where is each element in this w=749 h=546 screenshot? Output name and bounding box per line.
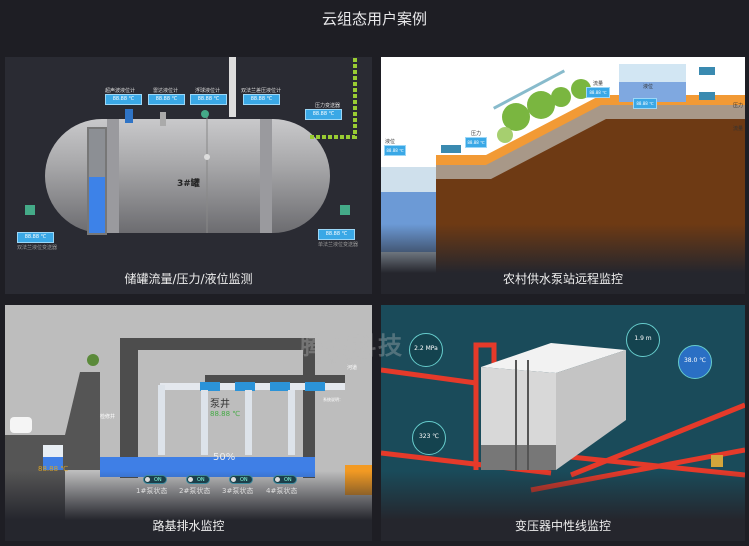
case-card-transformer[interactable]: 2.2 MPa 1.9 m 323 ℃ 38.0 ℃ 变压器中性线监控 [381,305,745,541]
instrument-value: 88.88 ℃ [148,94,185,105]
pump-4-toggle[interactable]: ON [273,475,297,484]
pressure-label: 压力 [471,131,482,137]
page-title: 云组态用户案例 [321,10,427,28]
card-caption: 储罐流量/压力/液位监测 [124,272,253,286]
watermark-sub: ENGT [315,357,377,366]
card-caption: 农村供水泵站远程监控 [502,272,623,286]
pressure-value: 88.88 ℃ [465,137,487,148]
instrument-label: 超声波液位计 [105,88,136,94]
instrument-value: 88.88 ℃ [318,229,355,240]
flow-right-label: 流量 [733,126,744,132]
tank-label: 3#罐 [177,179,200,189]
pump-3-status: 3#泵状态 [222,487,254,495]
instrument-value: 88.88 ℃ [305,109,342,120]
pressure-gauge: 2.2 MPa [409,333,443,367]
level-gauge: 1.9 m [626,323,660,357]
pump-well-label: 泵井 [210,399,230,410]
pump-1-toggle[interactable]: ON [143,475,167,484]
instrument-value: 88.88 ℃ [190,94,227,105]
tank-illustration [25,57,357,235]
pump-2-toggle[interactable]: ON [186,475,210,484]
instrument-value: 88.88 ℃ [243,94,280,105]
instrument-label: 雷达液位计 [153,88,179,94]
side-well-label: 检修井 [100,414,116,420]
level-percent: 50% [213,452,236,463]
watermark-logo: 腾泰科技 [300,332,404,360]
instrument-label: 压力变送器 [315,103,341,109]
case-card-pump-station[interactable]: 液位 88.88 ℃ 压力 88.88 ℃ 流量 88.88 ℃ 液位 88.8… [381,57,745,294]
pump-2-status: 2#泵状态 [179,487,211,495]
water-tank-illustration [381,342,745,493]
case-card-drainage[interactable]: 检修井 泵井 88.88 ℃ 88.88 ℃ 50% 系统说明： 河道 ON O… [5,305,372,541]
level-top-label: 液位 [643,84,654,90]
pump-3-toggle[interactable]: ON [229,475,253,484]
instrument-label: 浮球液位计 [195,88,221,94]
left-well-value: 88.88 ℃ [38,465,69,473]
pressure-right-label: 压力 [733,103,744,109]
card-caption: 路基排水监控 [152,519,225,533]
level-top-value: 88.88 ℃ [633,98,657,109]
level-label: 液位 [385,139,396,145]
instrument-label: 双法兰差压液位计 [241,88,282,94]
flow-value: 88.88 ℃ [586,87,610,98]
notes-title: 系统说明： [323,397,343,402]
instrument-value: 88.88 ℃ [105,94,142,105]
card-caption: 变压器中性线监控 [514,519,611,533]
level-value: 88.88 ℃ [384,145,406,156]
instrument-value: 88.88 ℃ [17,232,54,243]
instrument-label: 双法兰液位变送器 [17,245,58,251]
river-tag: 河道 [347,365,358,371]
temperature-gauge: 323 ℃ [412,421,446,455]
pump-1-status: 1#泵状态 [136,487,168,495]
instrument-label: 单法兰液位变送器 [318,242,359,248]
pump-well-value: 88.88 ℃ [210,410,241,418]
pump-4-status: 4#泵状态 [266,487,298,495]
flow-label: 流量 [593,81,604,87]
drainage-illustration [5,338,372,541]
temperature-gauge-2: 38.0 ℃ [678,345,712,379]
case-card-tank-monitoring[interactable]: 超声波液位计 88.88 ℃ 雷达液位计 88.88 ℃ 浮球液位计 88.88… [5,57,372,294]
